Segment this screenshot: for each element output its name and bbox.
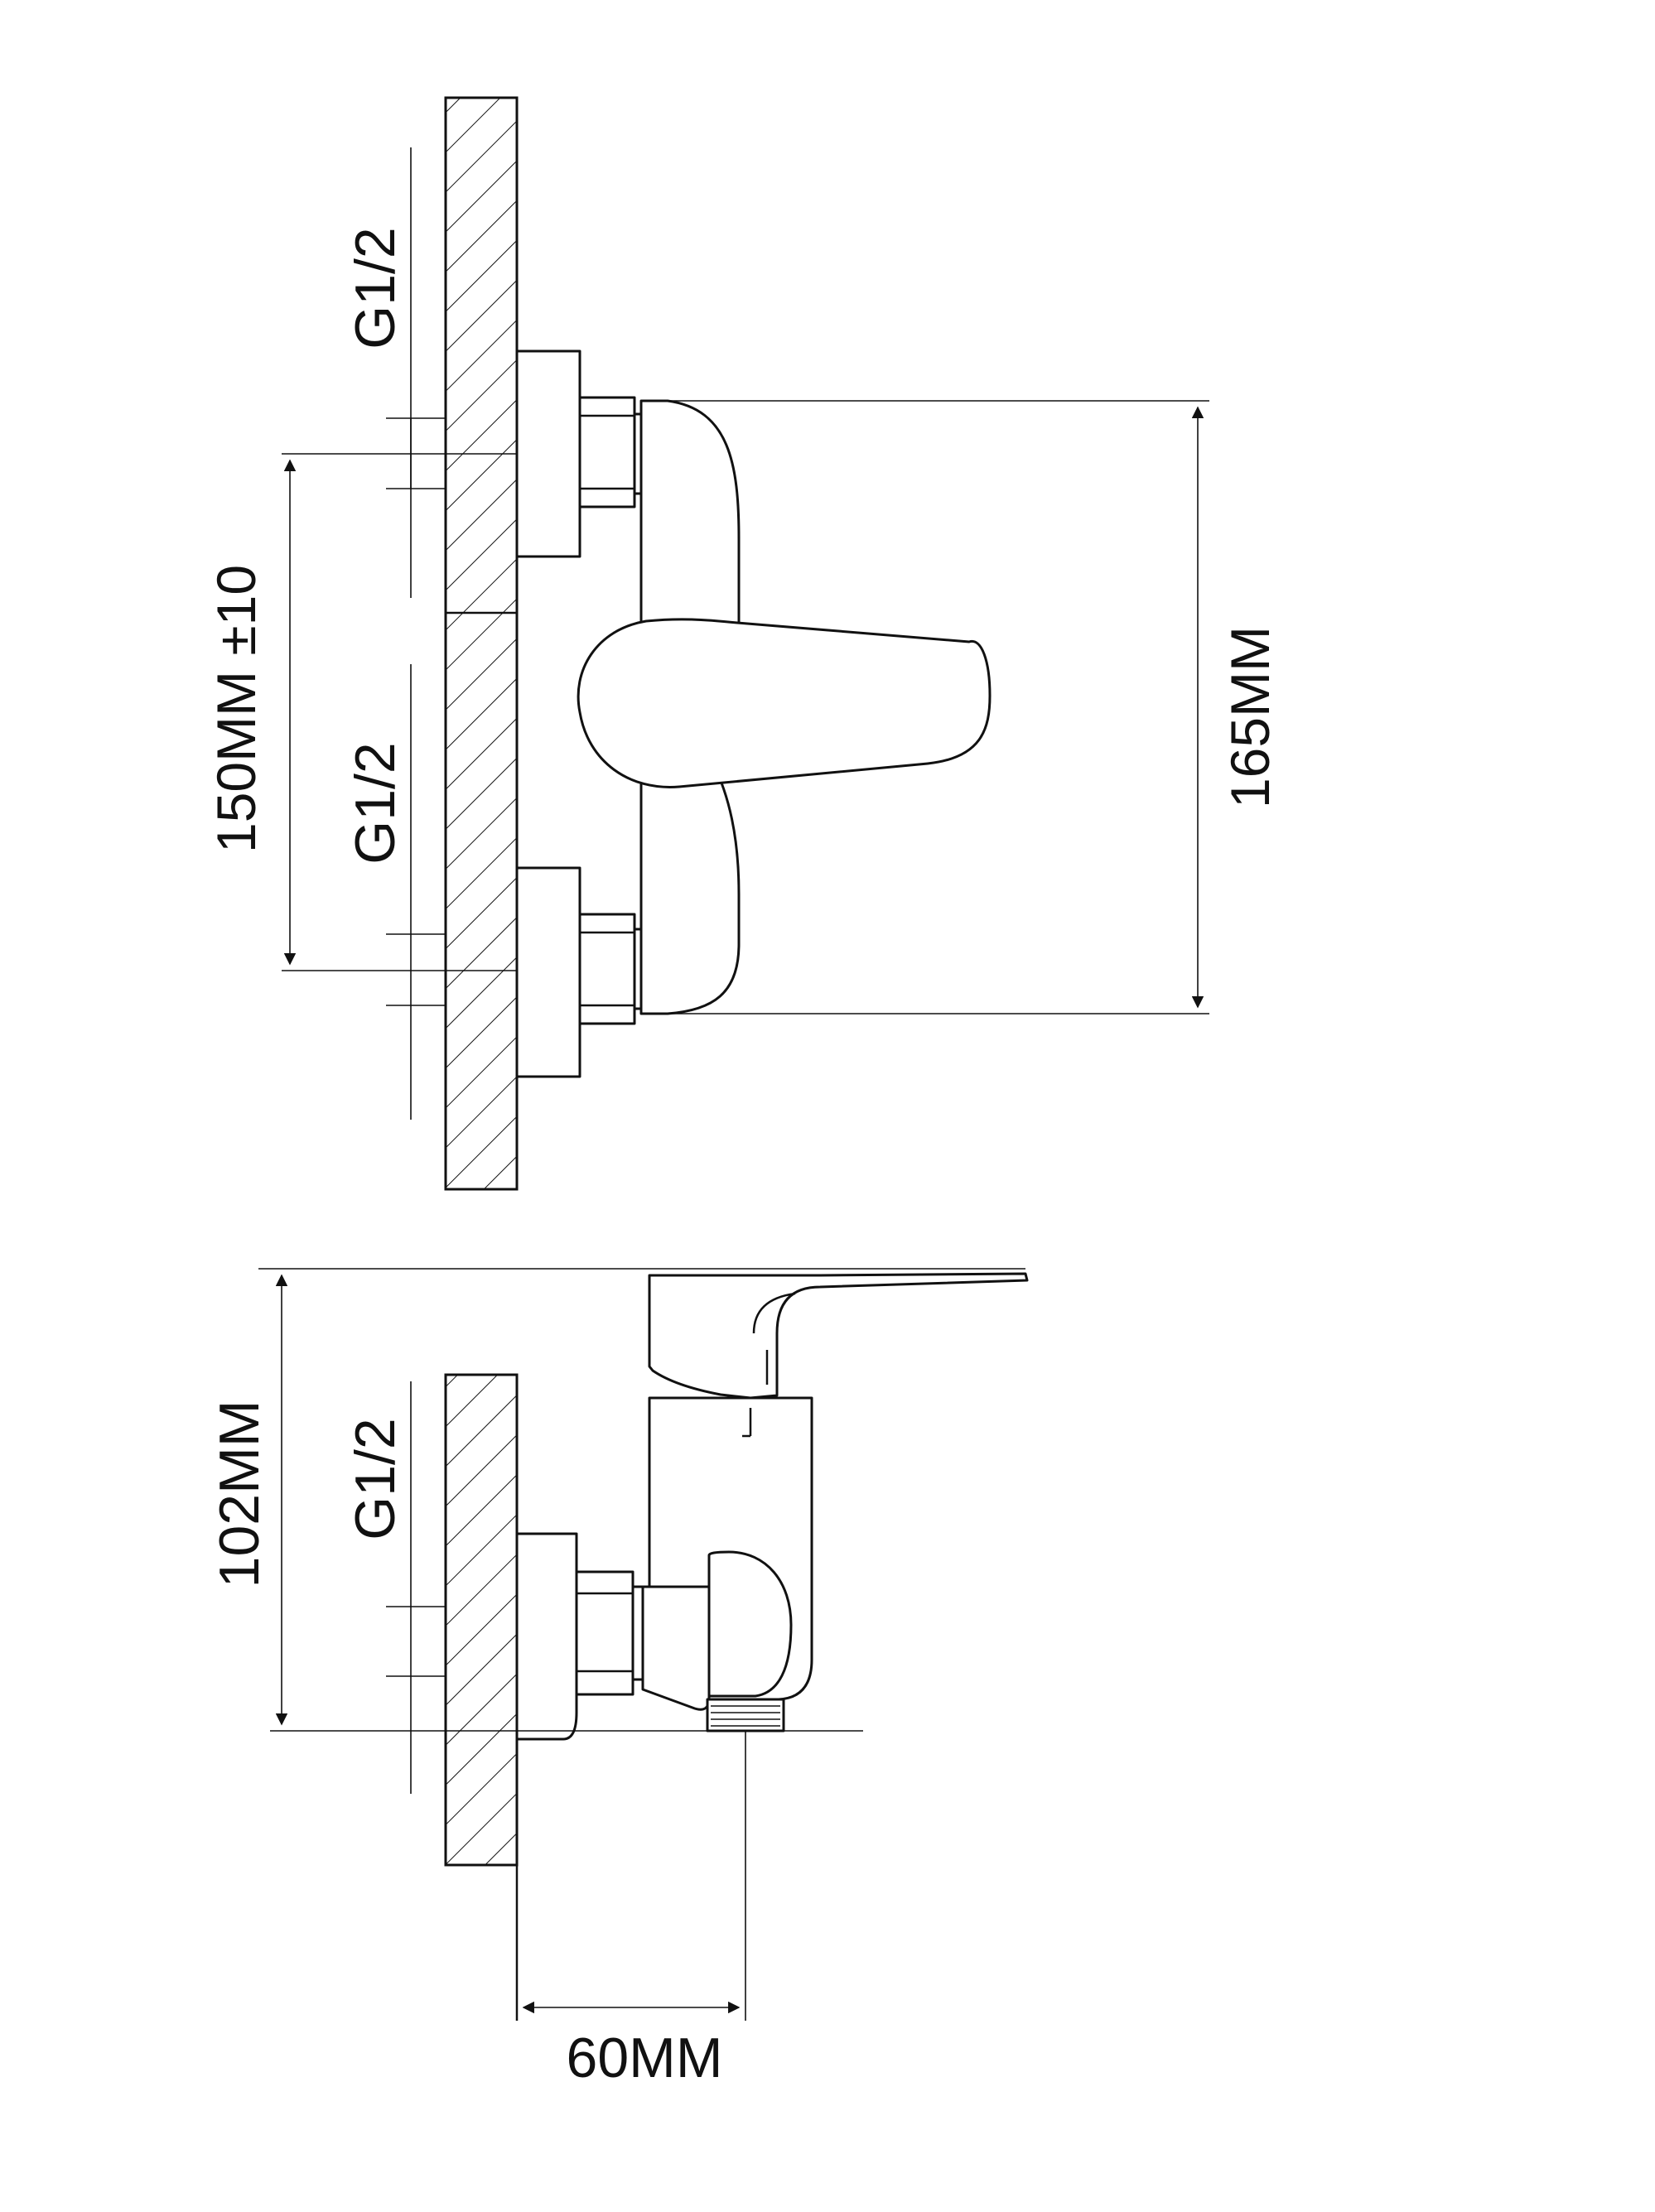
lower-nut: [578, 913, 636, 1025]
lever-handle: [577, 618, 992, 788]
upper-nut: [578, 396, 636, 508]
thread-label-middle: G1/2: [344, 742, 407, 864]
upper-connector: [515, 349, 581, 558]
side-lever: [648, 1272, 1029, 1400]
outlet-offset-label: 60MM: [567, 2026, 723, 2089]
thread-label-top: G1/2: [344, 227, 407, 349]
wall-section-top: [444, 96, 519, 1191]
body-length-label: 165MM: [1219, 626, 1281, 808]
lower-connector: [515, 866, 581, 1078]
side-connector: [515, 1532, 578, 1741]
side-outlet-tube: [641, 1585, 711, 1711]
front-view: G1/2 G1/2 150MM ±10 165MM: [205, 96, 1281, 1191]
side-view: G1/2 102MM 60MM: [208, 1268, 1029, 2089]
wall-section-bottom: [444, 1373, 519, 1867]
inlet-spacing-label: 150MM ±10: [205, 565, 267, 853]
side-nut: [575, 1570, 634, 1696]
side-diverter-knob: [707, 1550, 793, 1698]
thread-label-side: G1/2: [344, 1418, 407, 1540]
side-height-label: 102MM: [208, 1400, 271, 1588]
